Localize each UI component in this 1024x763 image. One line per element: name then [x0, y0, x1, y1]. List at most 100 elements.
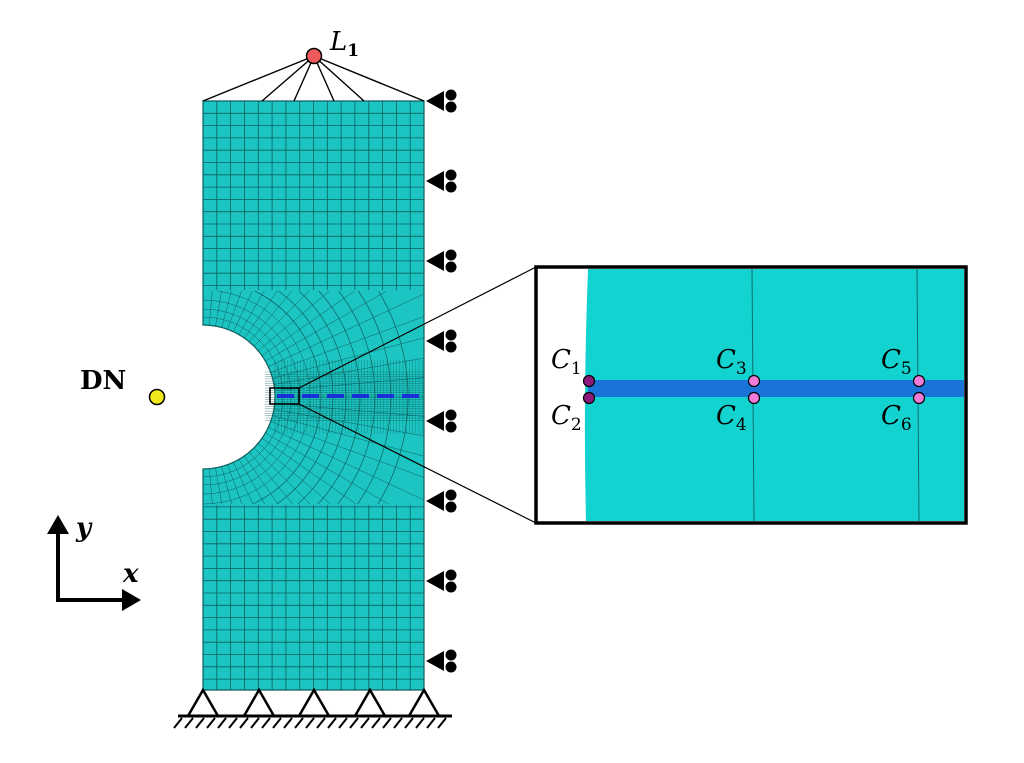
ground-hatch — [360, 717, 370, 729]
ground-hatch — [173, 717, 183, 729]
pin-support-icon — [352, 687, 388, 718]
point-c4 — [747, 391, 761, 405]
mesh-radial — [233, 291, 314, 332]
roller-support-icon — [426, 329, 457, 353]
arrow-right-icon — [122, 589, 141, 611]
point-c2 — [582, 391, 596, 405]
mesh-radial — [273, 409, 424, 443]
ground-hatch — [415, 717, 425, 729]
load-point-l1 — [305, 47, 323, 65]
mesh-radial — [274, 403, 424, 420]
roller-support-icon — [426, 169, 457, 193]
mesh-radial — [253, 447, 387, 504]
ground-hatch — [371, 717, 381, 729]
label-c3: C3 — [716, 345, 747, 379]
label-c6: C6 — [881, 401, 912, 435]
label-c1: C1 — [551, 345, 582, 379]
ground-hatch — [283, 717, 293, 729]
roller-support-icon — [426, 489, 457, 513]
label-c2: C2 — [551, 401, 582, 435]
mesh-radial — [272, 329, 424, 379]
point-c3 — [747, 374, 761, 388]
ground-hatch — [382, 717, 392, 729]
ground-hatch — [349, 717, 359, 729]
mesh-radial — [265, 291, 424, 362]
mesh-radial — [221, 291, 271, 328]
ground-hatch — [261, 717, 271, 729]
ground-hatch — [228, 717, 238, 729]
mesh-radial — [221, 466, 271, 504]
crack-band — [588, 380, 964, 397]
mesh-radial — [258, 291, 403, 351]
zoom-connector-bottom — [298, 403, 537, 524]
roller-support-icon — [426, 249, 457, 273]
ground-hatch — [272, 717, 282, 729]
mesh-radial — [227, 291, 293, 330]
ground-hatch — [239, 717, 249, 729]
mesh-radial — [238, 459, 334, 504]
ground-hatch — [316, 717, 326, 729]
arrow-up-icon — [47, 515, 69, 534]
point-c5 — [912, 374, 926, 388]
pin-support-icon — [406, 687, 442, 718]
axes: y x — [47, 513, 141, 611]
point-c1 — [582, 374, 596, 388]
point-c6 — [912, 391, 926, 405]
ground-hatch — [338, 717, 348, 729]
mesh-radial — [253, 291, 387, 347]
ground-hatch — [404, 717, 414, 729]
ground-hatch — [393, 717, 403, 729]
pin-support-icon — [296, 687, 332, 718]
zoom-box — [269, 387, 300, 405]
zoom-inset: C1 C2 C3 C4 C5 C6 — [534, 265, 968, 525]
axis-x-label: x — [122, 559, 139, 589]
ground-hatch — [195, 717, 205, 729]
mesh-radial — [258, 443, 403, 504]
mesh-radial — [268, 291, 424, 367]
ground-hatch — [250, 717, 260, 729]
label-c4: C4 — [716, 401, 747, 435]
mesh-grid — [203, 101, 424, 690]
mesh-radial — [227, 464, 293, 504]
zoom-connector-top — [298, 266, 537, 389]
mesh-radial — [249, 291, 371, 342]
mesh-radial — [244, 455, 353, 504]
ground-hatch — [426, 717, 436, 729]
mesh-arc — [337, 290, 376, 505]
pin-supports — [173, 687, 452, 729]
mesh-radial — [209, 291, 226, 326]
load-point-label: L1 — [329, 27, 359, 61]
axis-y-label: y — [75, 513, 93, 543]
ground-hatch — [327, 717, 337, 729]
ground-hatch — [206, 717, 216, 729]
mesh-radial — [215, 291, 249, 327]
label-c5: C5 — [881, 345, 912, 379]
mesh-radial — [272, 415, 424, 465]
pin-support-icon — [241, 687, 277, 718]
roller-support-icon — [426, 409, 457, 433]
roller-support-icon — [426, 89, 457, 113]
ground-hatch — [294, 717, 304, 729]
mesh-radial — [261, 291, 417, 356]
mesh-arc — [252, 290, 322, 505]
mesh-radial — [209, 468, 226, 504]
mesh-radial — [215, 467, 249, 504]
roller-supports — [426, 89, 457, 673]
mesh-radial — [261, 438, 417, 504]
ground-hatch — [437, 717, 447, 729]
roller-support-icon — [426, 569, 457, 593]
ground-hatch — [217, 717, 227, 729]
dn-label: DN — [80, 366, 126, 396]
dn-point — [148, 388, 166, 406]
pin-support-icon — [185, 687, 221, 718]
ground-hatch — [305, 717, 315, 729]
mesh-radial — [270, 421, 424, 487]
mesh-radial — [238, 291, 334, 335]
mesh-radial — [270, 307, 424, 373]
roller-support-icon — [426, 649, 457, 673]
mesh-radial — [244, 291, 353, 339]
mesh-radial — [249, 452, 371, 504]
mesh-radial — [268, 427, 424, 504]
